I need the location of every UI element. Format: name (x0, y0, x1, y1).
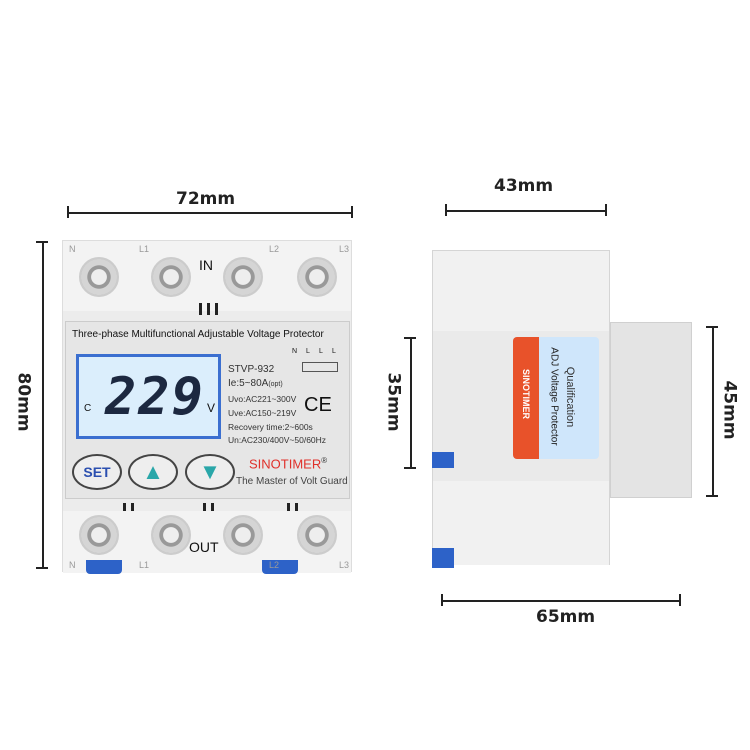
bottom-terminal-block: OUT N L1 L2 L3 (63, 511, 351, 573)
brand-tag: SINOTIMER (513, 337, 539, 459)
dimension-tick (36, 241, 48, 243)
side-depth-top-label: 43mm (494, 176, 554, 196)
dimension-tick (36, 567, 48, 569)
current-text: Ie:5~80A (228, 378, 269, 389)
registered-mark: ® (321, 456, 328, 465)
current-rating: Ie:5~80A(opt) (228, 378, 283, 389)
dimension-tick (679, 594, 681, 606)
din-clip (86, 560, 122, 574)
dimension-tick (441, 594, 443, 606)
slogan: The Master of Volt Guard (236, 476, 348, 487)
side-label: SINOTIMER Qualification ADJ Voltage Prot… (513, 337, 599, 459)
dimension-tick (605, 204, 607, 216)
wiring-box (302, 362, 338, 372)
wiring-label: N (292, 348, 298, 355)
dimension-tick (445, 204, 447, 216)
terminal-screw (79, 257, 119, 297)
dimension-tick (706, 326, 718, 328)
terminal-screw (79, 515, 119, 555)
dimension-tick (67, 206, 69, 218)
brand-logo: SINOTIMER® (249, 456, 327, 471)
terminal-screw (223, 257, 263, 297)
height-dimension-line (42, 242, 44, 568)
side-height-label: 45mm (719, 380, 740, 440)
vent-slot (287, 503, 290, 515)
dimension-tick (404, 337, 416, 339)
depth-bottom-dimension-line (442, 600, 680, 602)
terminal-label: L1 (139, 244, 150, 254)
brand-name: SINOTIMER (249, 456, 322, 472)
set-label: SET (83, 464, 111, 480)
terminal-label: L3 (339, 244, 350, 254)
side-panel-height-label: 35mm (383, 372, 404, 432)
wiring-diagram: N L L L (292, 348, 342, 384)
lcd-display: C 229 V (76, 354, 221, 439)
down-button[interactable]: ▼ (185, 454, 235, 490)
terminal-screw (151, 515, 191, 555)
dimension-tick (706, 495, 718, 497)
terminal-label: N (69, 244, 76, 254)
recovery-spec: Recovery time:2~600s (228, 422, 313, 432)
wiring-label: L (332, 348, 336, 355)
vent-slot (215, 303, 218, 315)
din-clip (432, 452, 454, 468)
terminal-label: N (69, 560, 76, 570)
down-arrow-icon: ▼ (199, 459, 221, 484)
terminal-screw (297, 515, 337, 555)
terminal-screw (223, 515, 263, 555)
lcd-mark: C (84, 403, 92, 414)
lcd-unit: V (207, 401, 216, 415)
front-panel: Three-phase Multifunctional Adjustable V… (65, 321, 350, 499)
front-width-label: 72mm (176, 189, 236, 209)
vent-slot (131, 503, 134, 515)
set-button[interactable]: SET (72, 454, 122, 490)
up-button[interactable]: ▲ (128, 454, 178, 490)
uve-spec: Uve:AC150~219V (228, 408, 297, 418)
panel-height-dimension-line (410, 338, 412, 468)
wiring-label: L (319, 348, 323, 355)
width-dimension-line (68, 212, 352, 214)
terminal-screw (151, 257, 191, 297)
vent-slot (203, 503, 206, 515)
voltage-reading: 229 (105, 367, 205, 427)
wiring-label: L (306, 348, 310, 355)
vent-slot (295, 503, 298, 515)
terminal-label: L2 (269, 244, 280, 254)
terminal-screw (297, 257, 337, 297)
top-terminal-block: N L1 L2 L3 IN (63, 241, 351, 311)
side-bottom-section (433, 481, 609, 565)
side-brand: SINOTIMER (521, 368, 531, 419)
ce-mark: CE (304, 394, 332, 416)
din-clip (262, 560, 298, 574)
terminal-label: L1 (139, 560, 150, 570)
front-height-label: 80mm (13, 372, 34, 432)
uvo-spec: Uvo:AC221~300V (228, 394, 297, 404)
qualification-subtitle: ADJ Voltage Protector (548, 347, 560, 446)
din-clip (432, 548, 454, 568)
terminal-label: L3 (339, 560, 350, 570)
dimension-tick (351, 206, 353, 218)
vent-slot (123, 503, 126, 515)
side-device: SINOTIMER Qualification ADJ Voltage Prot… (432, 250, 610, 565)
vent-slot (199, 303, 202, 315)
vent-slot (211, 503, 214, 515)
up-arrow-icon: ▲ (142, 459, 164, 484)
current-note: (opt) (268, 381, 283, 388)
side-top-section (433, 251, 609, 331)
front-device: N L1 L2 L3 IN Three-phase Multifunctiona… (62, 240, 352, 573)
side-front-protrusion (610, 322, 692, 498)
qualification-title: Qualification (564, 366, 576, 428)
side-depth-bottom-label: 65mm (536, 607, 596, 627)
depth-top-dimension-line (446, 210, 606, 212)
un-spec: Un:AC230/400V~50/60Hz (228, 435, 327, 445)
terminal-label: L2 (269, 560, 280, 570)
dimension-tick (404, 467, 416, 469)
in-label: IN (199, 257, 213, 273)
side-height-dimension-line (712, 327, 714, 496)
model-number: STVP-932 (228, 364, 275, 375)
vent-slot (207, 303, 210, 315)
panel-title: Three-phase Multifunctional Adjustable V… (72, 329, 324, 340)
out-label: OUT (189, 539, 219, 555)
